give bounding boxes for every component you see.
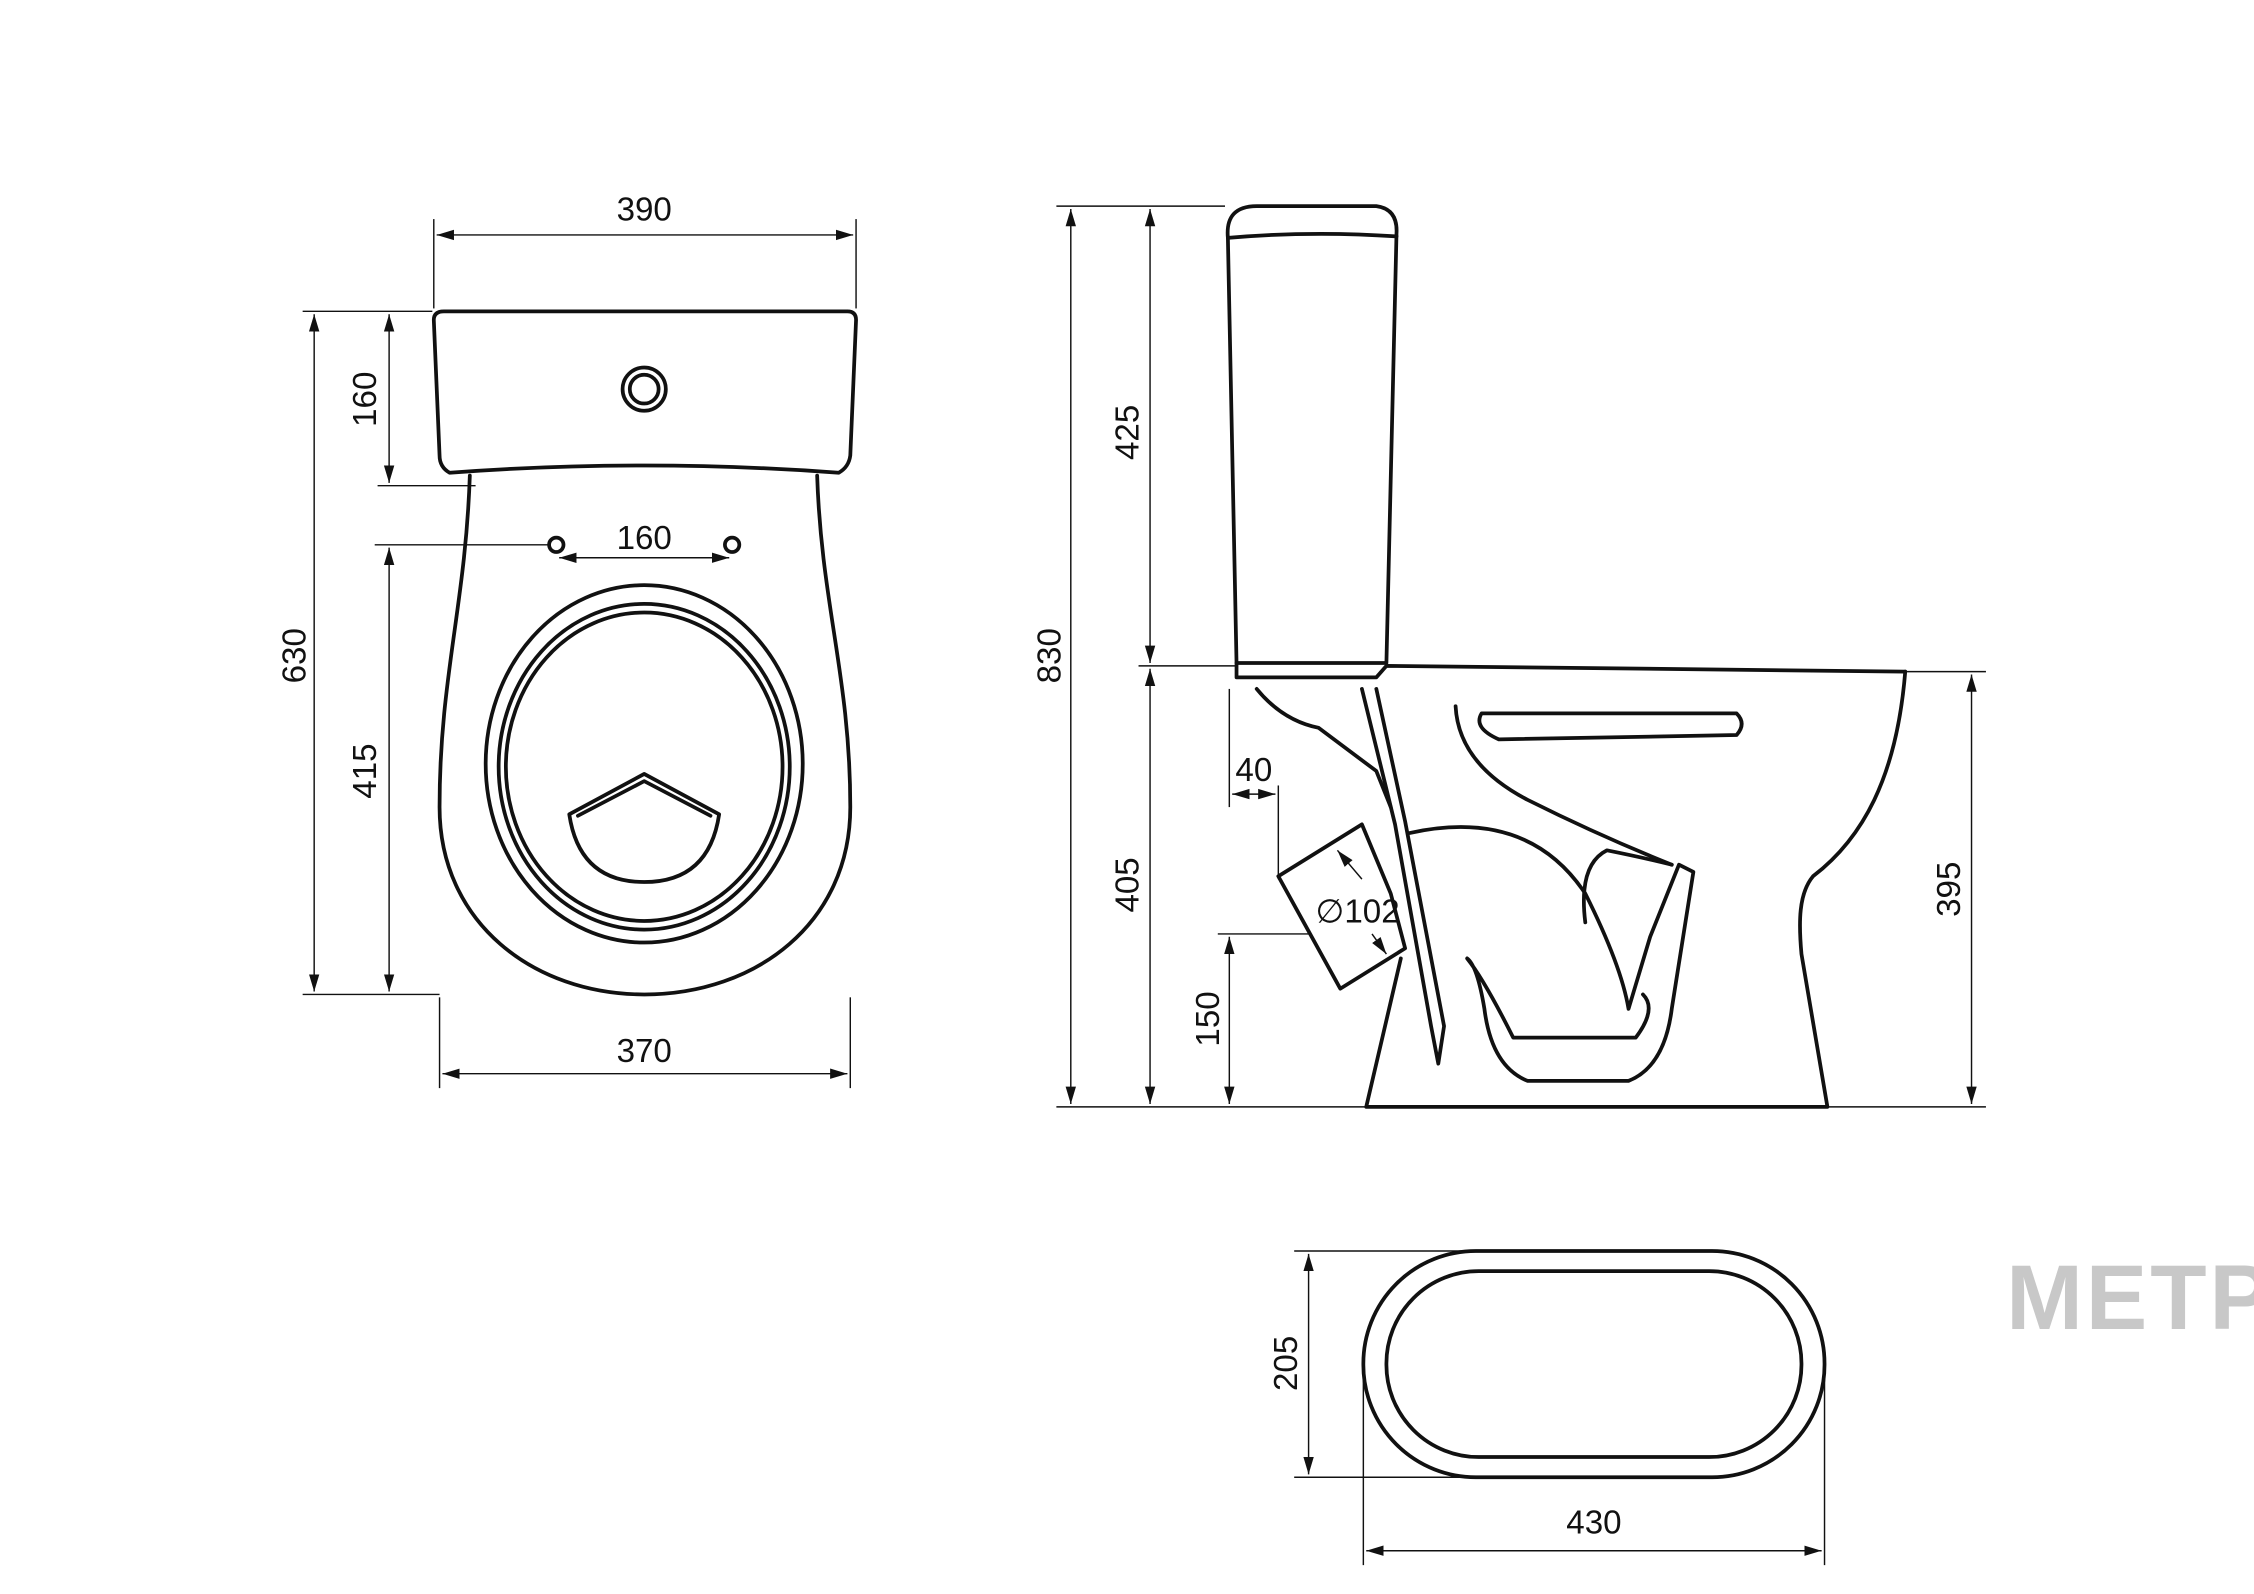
dim-base-length: 430 [1566,1504,1621,1541]
water-area [567,772,722,884]
dim-hole-to-front: 415 [347,743,384,798]
side-view: ∅102 830 425 405 150 40 395 [1032,204,1986,1109]
base-outline-outer [1361,1249,1827,1480]
bowl-opening [503,610,785,923]
base-outline-inner [1384,1269,1804,1459]
trap-inner [1581,848,1674,925]
base-view: 205 430 [1268,1249,1827,1566]
front-view: 390 160 630 415 160 370 [277,192,858,1089]
dim-outlet-diameter: ∅102 [1316,893,1400,930]
dim-base-depth: 205 [1268,1336,1305,1391]
dim-outlet-offset: 40 [1235,752,1272,789]
dim-tank-height: 160 [347,372,384,427]
dim-outlet-height: 150 [1190,991,1227,1046]
tank-base-curve [1254,687,1393,809]
dim-total-height: 830 [1032,628,1069,683]
dim-total-depth: 630 [277,628,314,683]
seat-outer [483,583,805,945]
dim-hole-spacing: 160 [617,520,672,557]
flush-pipe [1360,687,1446,1066]
dim-width-top: 390 [617,192,672,229]
dim-rim-height-right: 395 [1931,862,1968,917]
seat-inner [496,602,792,932]
bowl-inner-upper [1453,704,1674,867]
dim-tank-height-side: 425 [1110,405,1147,460]
seat-hole-right [723,535,742,554]
dim-width-bottom: 370 [617,1033,672,1070]
tank-side [1225,204,1399,665]
trap-way [1407,825,1696,1083]
brand-logo: METP [2006,1246,2254,1349]
rim-line [1234,661,1908,680]
tank-front [431,309,858,475]
water-area-inner [576,779,713,818]
dim-rim-height-left: 405 [1110,857,1147,912]
rim-channel [1477,711,1744,742]
seat-hole-left [547,535,566,554]
bowl-side [1364,669,1908,1109]
bowl-front [437,473,853,997]
flush-button-inner [627,372,661,406]
tank-lid-line [1226,231,1399,240]
flush-button-icon [620,365,668,413]
outlet-pipe [1276,822,1408,991]
